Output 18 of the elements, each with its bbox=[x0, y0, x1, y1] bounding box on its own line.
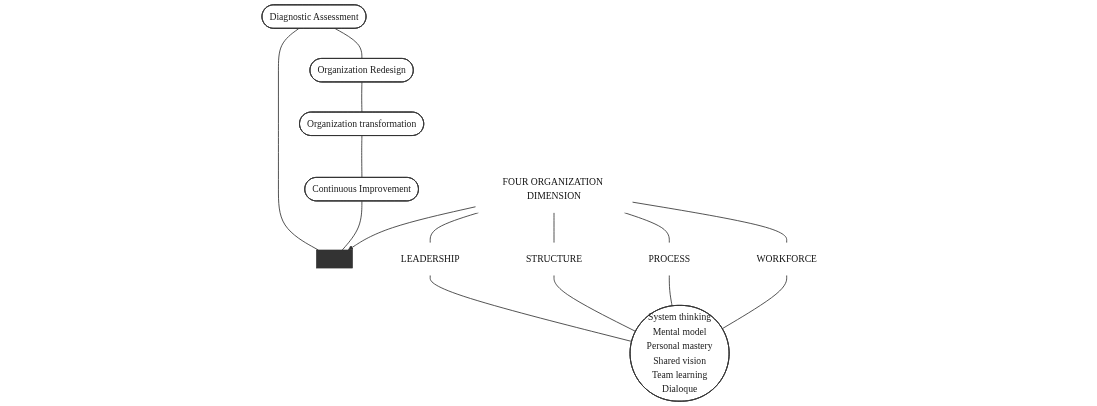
node-bar bbox=[316, 249, 353, 269]
connector bbox=[668, 274, 673, 307]
connector bbox=[334, 28, 363, 60]
connector bbox=[278, 28, 319, 251]
connector bbox=[361, 81, 363, 113]
connector bbox=[429, 274, 633, 342]
node-text: FOUR ORGANIZATION DIMENSION bbox=[502, 176, 604, 202]
connector bbox=[553, 274, 637, 332]
connector bbox=[429, 212, 479, 244]
connector bbox=[623, 212, 670, 244]
connector bbox=[341, 200, 363, 251]
node-text: LEADERSHIP bbox=[400, 253, 460, 264]
connector bbox=[631, 201, 788, 244]
connector bbox=[361, 135, 363, 179]
node-text: PROCESS bbox=[648, 253, 691, 264]
node-text: STRUCTURE bbox=[525, 253, 583, 264]
connector bbox=[721, 274, 788, 330]
node-text: WORKFORCE bbox=[756, 253, 817, 264]
